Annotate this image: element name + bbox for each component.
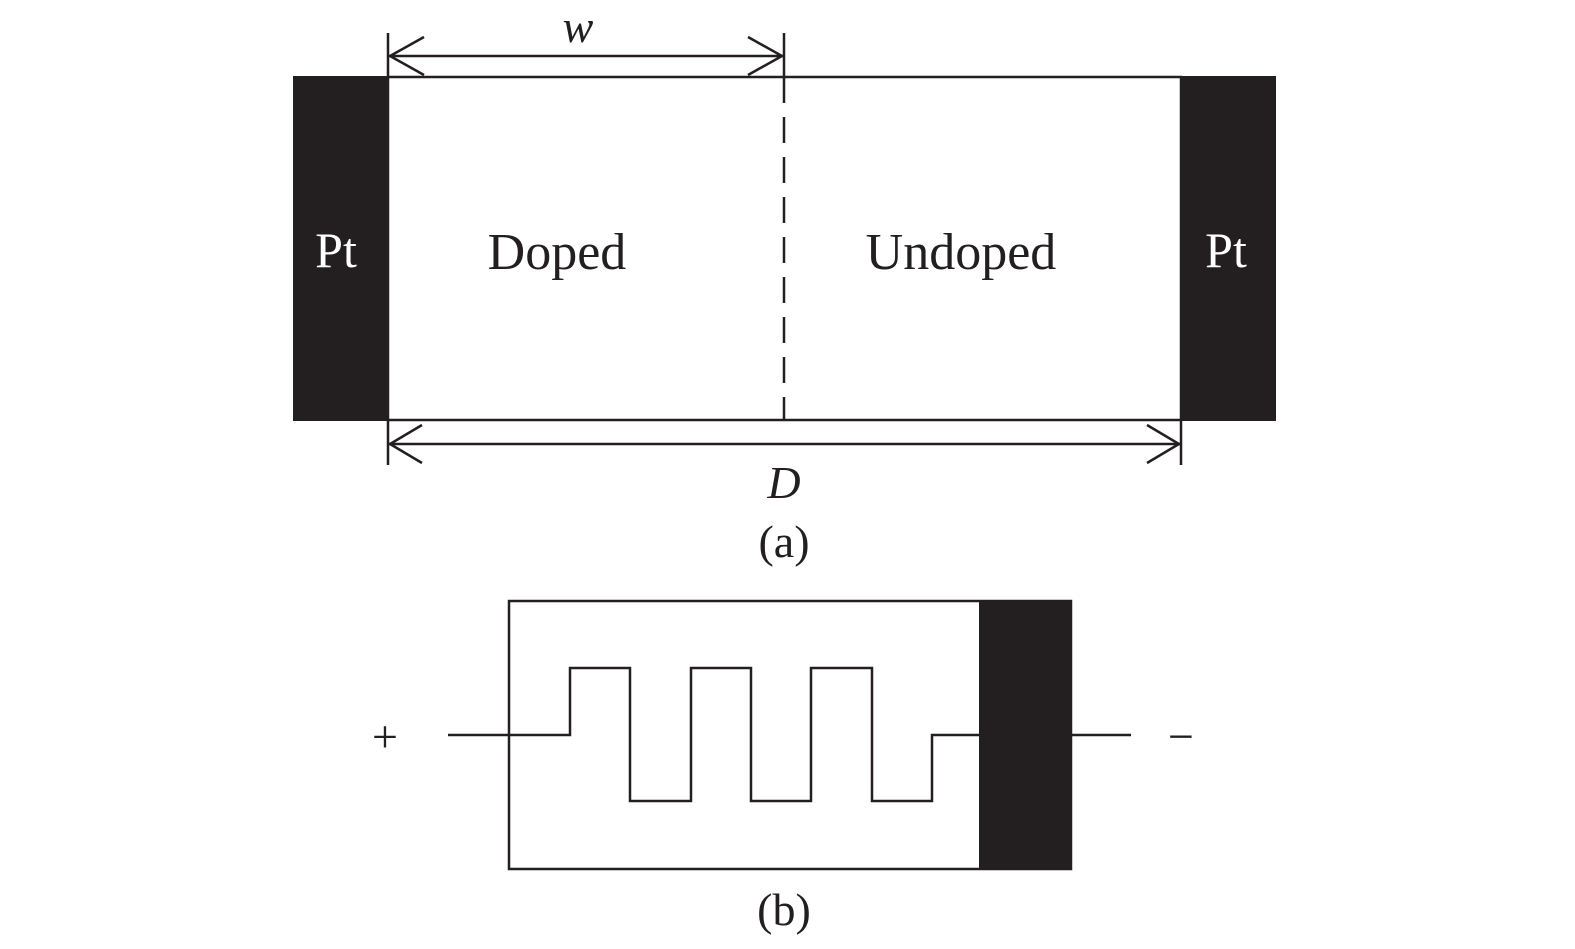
memristor-polarity-bar: [979, 601, 1071, 869]
panel-b-caption: (b): [757, 884, 811, 935]
panel-a-caption: (a): [758, 516, 809, 567]
w-arrowhead-left: [387, 35, 425, 77]
d-dimension: D: [386, 420, 1183, 508]
w-symbol: w: [563, 1, 594, 52]
panel-a: Pt Pt Doped Undoped w D (a): [293, 1, 1276, 567]
panel-b: + − (b): [372, 599, 1194, 935]
right-pt-label: Pt: [1205, 222, 1247, 278]
w-dimension: w: [386, 1, 786, 77]
d-symbol: D: [766, 457, 800, 508]
d-arrowhead-right: [1146, 423, 1182, 465]
minus-terminal-label: −: [1168, 711, 1194, 762]
memristor-zigzag-line: [509, 666, 979, 803]
undoped-region-label: Undoped: [866, 224, 1057, 281]
w-arrowhead-right: [747, 35, 785, 77]
d-arrowhead-left: [387, 423, 423, 465]
plus-terminal-label: +: [372, 711, 398, 762]
right-pt-electrode: [1181, 76, 1276, 421]
left-pt-label: Pt: [315, 222, 357, 278]
left-pt-electrode: [293, 76, 388, 421]
doped-region-label: Doped: [488, 224, 627, 281]
